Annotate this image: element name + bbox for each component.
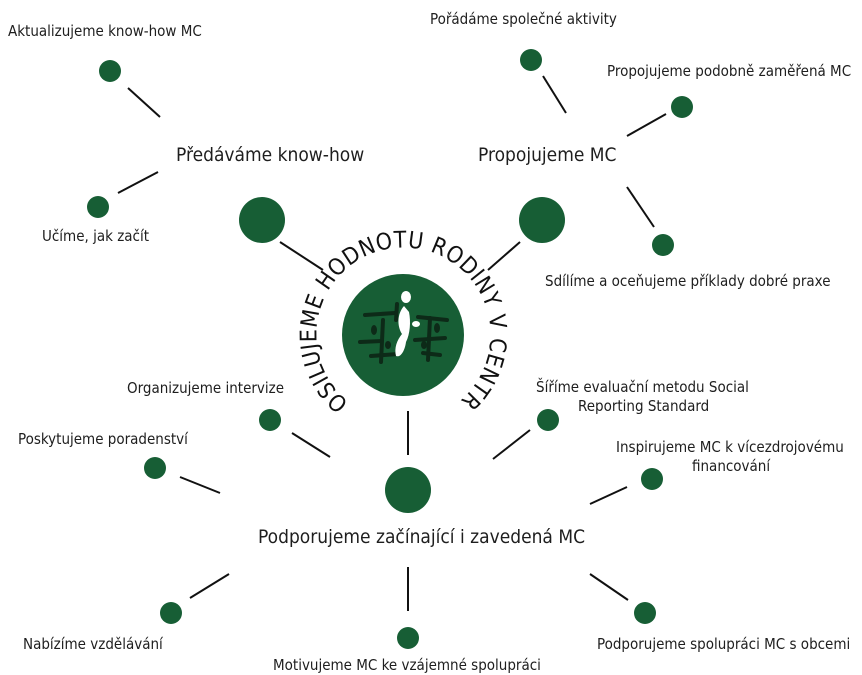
item-aktualizujeme: Aktualizujeme know-how MC (8, 22, 202, 40)
item-inspirujeme-line2: financování (692, 457, 771, 475)
node-dot (537, 409, 559, 431)
item-sirime-line1: Šíříme evaluační metodu Social (536, 378, 749, 396)
node-dot (144, 457, 166, 479)
centrum-logo-icon (358, 291, 449, 364)
connector-line (127, 87, 161, 118)
connector-line (291, 432, 331, 458)
item-poskytujeme: Poskytujeme poradenství (18, 430, 188, 448)
node-dot (87, 196, 109, 218)
connector-line (117, 171, 159, 194)
connector-line (542, 75, 567, 114)
connector-line (589, 486, 628, 505)
branch-node (239, 197, 285, 243)
connector-line (189, 573, 230, 599)
item-sirime: Šíříme evaluační metodu Social Reporting… (536, 378, 749, 416)
node-dot (259, 409, 281, 431)
branch-title-podporujeme: Podporujeme začínající i zavedená MC (258, 526, 586, 548)
item-podporujeme-obcemi: Podporujeme spolupráci MC s obcemi (597, 635, 851, 653)
connector-line (589, 573, 629, 601)
connector-line (487, 241, 521, 271)
connector-line (279, 241, 324, 271)
connector-lines (117, 75, 667, 611)
branch-title-propojujeme: Propojujeme MC (478, 144, 617, 166)
item-inspirujeme: Inspirujeme MC k vícezdrojovému financov… (616, 438, 852, 476)
item-nabizime: Nabízíme vzdělávání (23, 635, 163, 653)
node-dot (634, 602, 656, 624)
item-organizujeme: Organizujeme intervize (127, 379, 285, 397)
node-dot (160, 602, 182, 624)
item-ucime: Učíme, jak začít (42, 227, 149, 245)
node-dot (641, 468, 663, 490)
item-sirime-line2: Reporting Standard (578, 397, 710, 415)
branch-node (385, 467, 431, 513)
connector-line (179, 476, 221, 494)
connector-line (492, 429, 531, 460)
node-dot (652, 234, 674, 256)
item-motivujeme: Motivujeme MC ke vzájemné spolupráci (273, 656, 541, 674)
connector-line (626, 113, 667, 137)
item-propojujeme-podobne: Propojujeme podobně zaměřená MC (607, 62, 852, 80)
connector-line (626, 186, 655, 228)
node-dot (99, 60, 121, 82)
node-dot (671, 96, 693, 118)
branch-title-predavame: Předáváme know-how (176, 144, 365, 166)
item-sdilime: Sdílíme a oceňujeme příklady dobré praxe (545, 272, 831, 290)
item-poradame: Pořádáme společné aktivity (430, 10, 617, 28)
item-inspirujeme-line1: Inspirujeme MC k vícezdrojovému (616, 438, 844, 456)
branch-node (519, 197, 565, 243)
node-dot (520, 49, 542, 71)
node-dot (397, 627, 419, 649)
